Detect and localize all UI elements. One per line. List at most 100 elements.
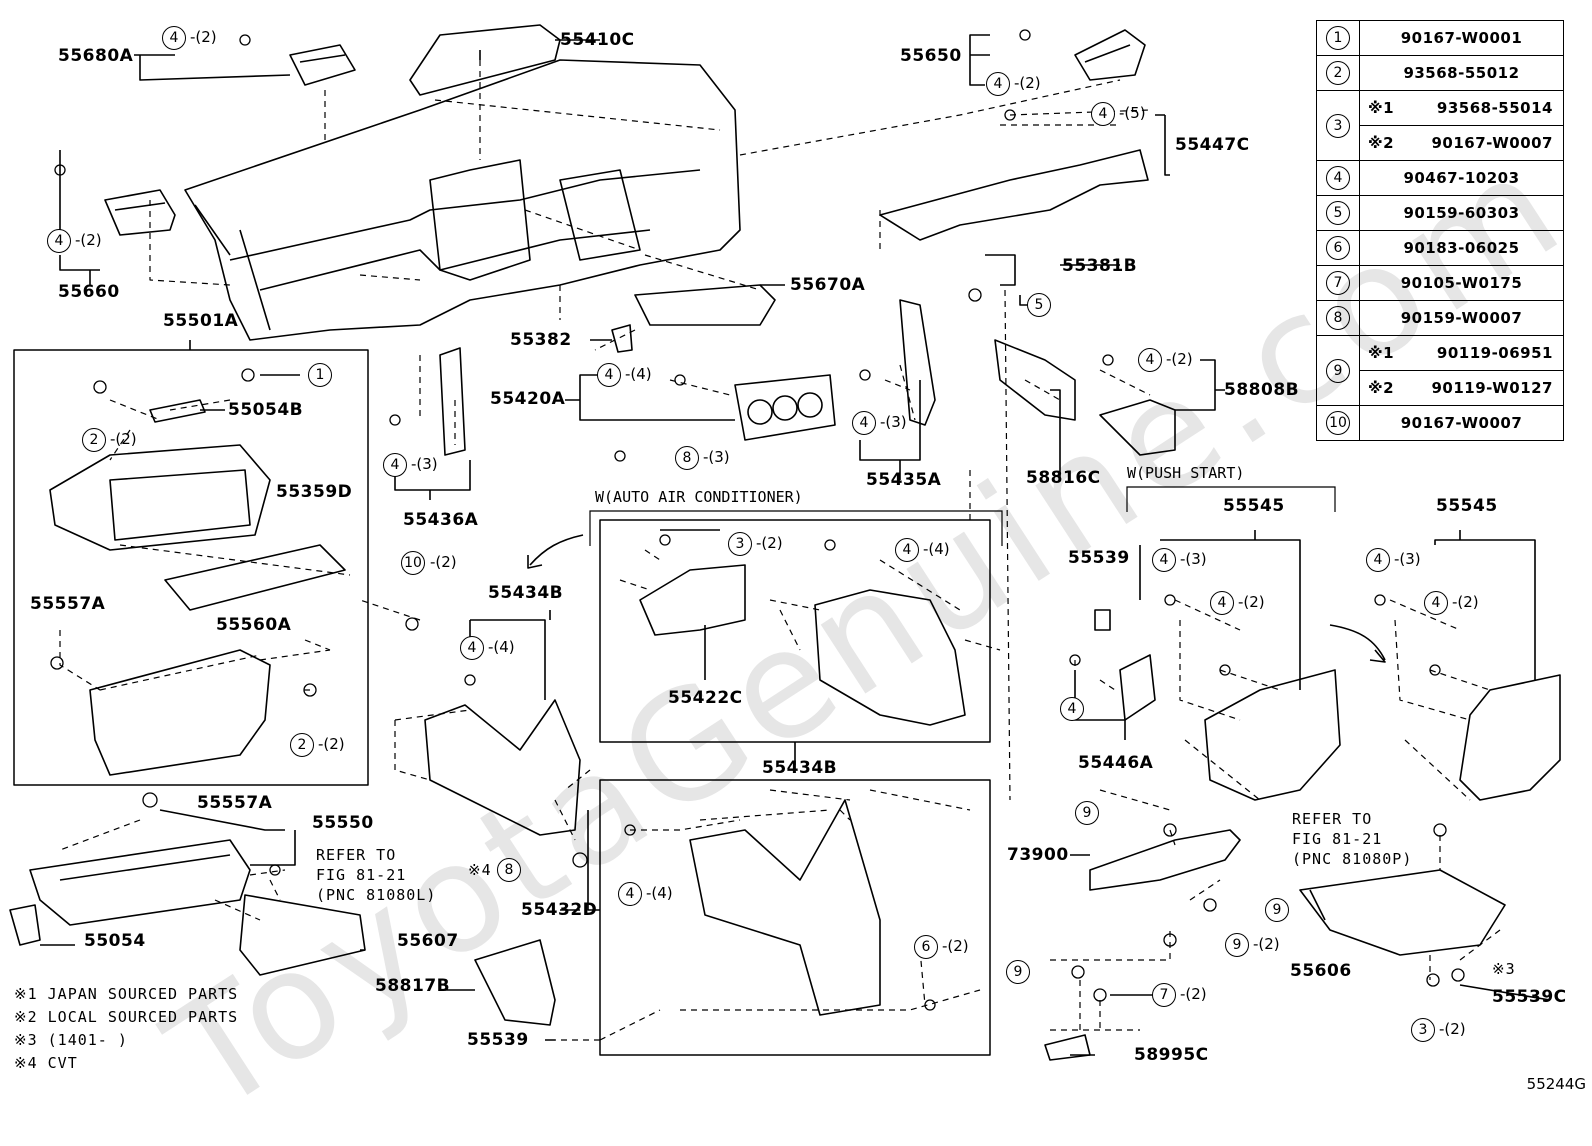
callout-qty: -(4) <box>923 540 950 558</box>
label-55557a-upper: 55557A <box>30 594 106 614</box>
callout-qty: -(2) <box>1253 935 1280 953</box>
label-55435a: 55435A <box>866 470 942 490</box>
callout-qty: -(2) <box>190 28 217 46</box>
label-55436a: 55436A <box>403 510 479 530</box>
legend-part: 90167-W0007 <box>1359 405 1564 441</box>
label-55382: 55382 <box>510 330 572 350</box>
glove-door-shape <box>89 649 271 776</box>
label-55670a: 55670A <box>790 275 866 295</box>
callout-qty: -(3) <box>880 413 907 431</box>
callout-ref-icon: 4 <box>986 72 1010 96</box>
label-58808b: 58808B <box>1224 380 1300 400</box>
heading-push-start: W(PUSH START) <box>1127 464 1245 482</box>
bracket-55607-shape <box>239 894 366 976</box>
callout-qty: -(3) <box>411 455 438 473</box>
bracket-58995c-shape <box>1044 1034 1091 1061</box>
refer-81080l-line1: REFER TO <box>316 846 397 864</box>
callout-qty: -(4) <box>646 884 673 902</box>
label-55660: 55660 <box>58 282 120 302</box>
callout-ref-icon: 4 <box>460 636 484 660</box>
label-58817b: 58817B <box>375 976 451 996</box>
legend-row: ※2 90167-W0007 <box>1317 125 1564 161</box>
callout-ref-icon: 5 <box>1027 293 1051 317</box>
ref-5-icon: 5 <box>1326 201 1350 225</box>
callout-ref-icon: 9 <box>1225 933 1249 957</box>
legend-part: 90183-06025 <box>1359 230 1564 266</box>
ref-10-icon: 10 <box>1326 411 1350 435</box>
damper-55054b-shape <box>149 399 206 423</box>
ref-8-icon: 8 <box>1326 306 1350 330</box>
legend-row: 5 90159-60303 <box>1316 195 1564 231</box>
callout-qty: -(5) <box>1119 104 1146 122</box>
callout-ref-icon: 9 <box>1075 801 1099 825</box>
callout-qty: -(2) <box>1166 350 1193 368</box>
legend-part: 90467-10203 <box>1359 160 1564 196</box>
callout-ref-icon: 7 <box>1152 983 1176 1007</box>
mark-date: ※3 <box>1492 960 1516 978</box>
callout-qty: -(2) <box>430 553 457 571</box>
label-55410c: 55410C <box>560 30 635 50</box>
footnote-date: ※3 (1401- ) <box>14 1031 128 1049</box>
fasteners <box>50 29 1465 1011</box>
callout-ref-icon: 8 <box>675 446 699 470</box>
legend-part: 90167-W0007 <box>1431 134 1553 152</box>
callout-ref-icon: 4 <box>162 26 186 50</box>
callout-ref-icon: 4 <box>1366 548 1390 572</box>
legend-mark: ※2 <box>1368 379 1395 397</box>
callout-ref-icon: 3 <box>1411 1018 1435 1042</box>
callout-ref-icon: 4 <box>618 882 642 906</box>
cover-73900-shape <box>1089 829 1241 891</box>
refer-81080p-line3: (PNC 81080P) <box>1292 850 1413 868</box>
callout-ref-icon: 4 <box>895 538 919 562</box>
label-55539-upper: 55539 <box>1068 548 1130 568</box>
clip-55382-shape <box>611 324 633 353</box>
legend-row: 10 90167-W0007 <box>1316 405 1564 441</box>
callout-qty: -(3) <box>1394 550 1421 568</box>
panel-55545-right-shape <box>1459 674 1561 801</box>
label-55550: 55550 <box>312 813 374 833</box>
vent-55650-shape <box>1074 29 1146 81</box>
bezel-58808b-shape <box>1099 399 1176 456</box>
callout-qty: -(2) <box>942 937 969 955</box>
callout-ref-icon: 4 <box>1060 697 1084 721</box>
callout-ref-icon: 4 <box>1424 591 1448 615</box>
panel-55545-left-shape <box>1204 669 1341 801</box>
ref-7-icon: 7 <box>1326 271 1350 295</box>
ref-9-icon: 9 <box>1326 358 1350 383</box>
footnote-local: ※2 LOCAL SOURCED PARTS <box>14 1008 239 1026</box>
label-55545-right: 55545 <box>1436 496 1498 516</box>
callout-ref-icon: 2 <box>82 428 106 452</box>
knob-mid-shape <box>772 395 798 421</box>
vent-55670a-shape <box>634 284 776 326</box>
refer-81080l-line2: FIG 81-21 <box>316 866 407 884</box>
callout-ref-icon: 8 <box>497 858 521 882</box>
arrow-auto-ac-shape <box>527 534 584 569</box>
label-55650: 55650 <box>900 46 962 66</box>
callout-qty: -(2) <box>1238 593 1265 611</box>
callout-ref-icon: 4 <box>597 363 621 387</box>
label-55434b-upper: 55434B <box>488 583 564 603</box>
bracket-auto-ac <box>589 510 1003 546</box>
heading-auto-ac: W(AUTO AIR CONDITIONER) <box>595 488 803 506</box>
footnote-cvt: ※4 CVT <box>14 1054 78 1072</box>
legend-part: 90167-W0001 <box>1359 20 1564 56</box>
arrow-push-start-shape <box>1329 624 1386 663</box>
console-auto-ac-shape <box>814 589 966 726</box>
legend-mark: ※2 <box>1368 134 1395 152</box>
label-55560a: 55560A <box>216 615 292 635</box>
callout-qty: -(2) <box>110 430 137 448</box>
callout-ref-icon: 9 <box>1006 960 1030 984</box>
label-55054b: 55054B <box>228 400 304 420</box>
trim-55435a-shape <box>899 299 936 426</box>
cover-58817b-shape <box>474 939 556 1026</box>
callout-ref-icon: 4 <box>47 229 71 253</box>
legend-part: 90159-60303 <box>1359 195 1564 231</box>
bracket-55422c-shape <box>639 564 746 636</box>
